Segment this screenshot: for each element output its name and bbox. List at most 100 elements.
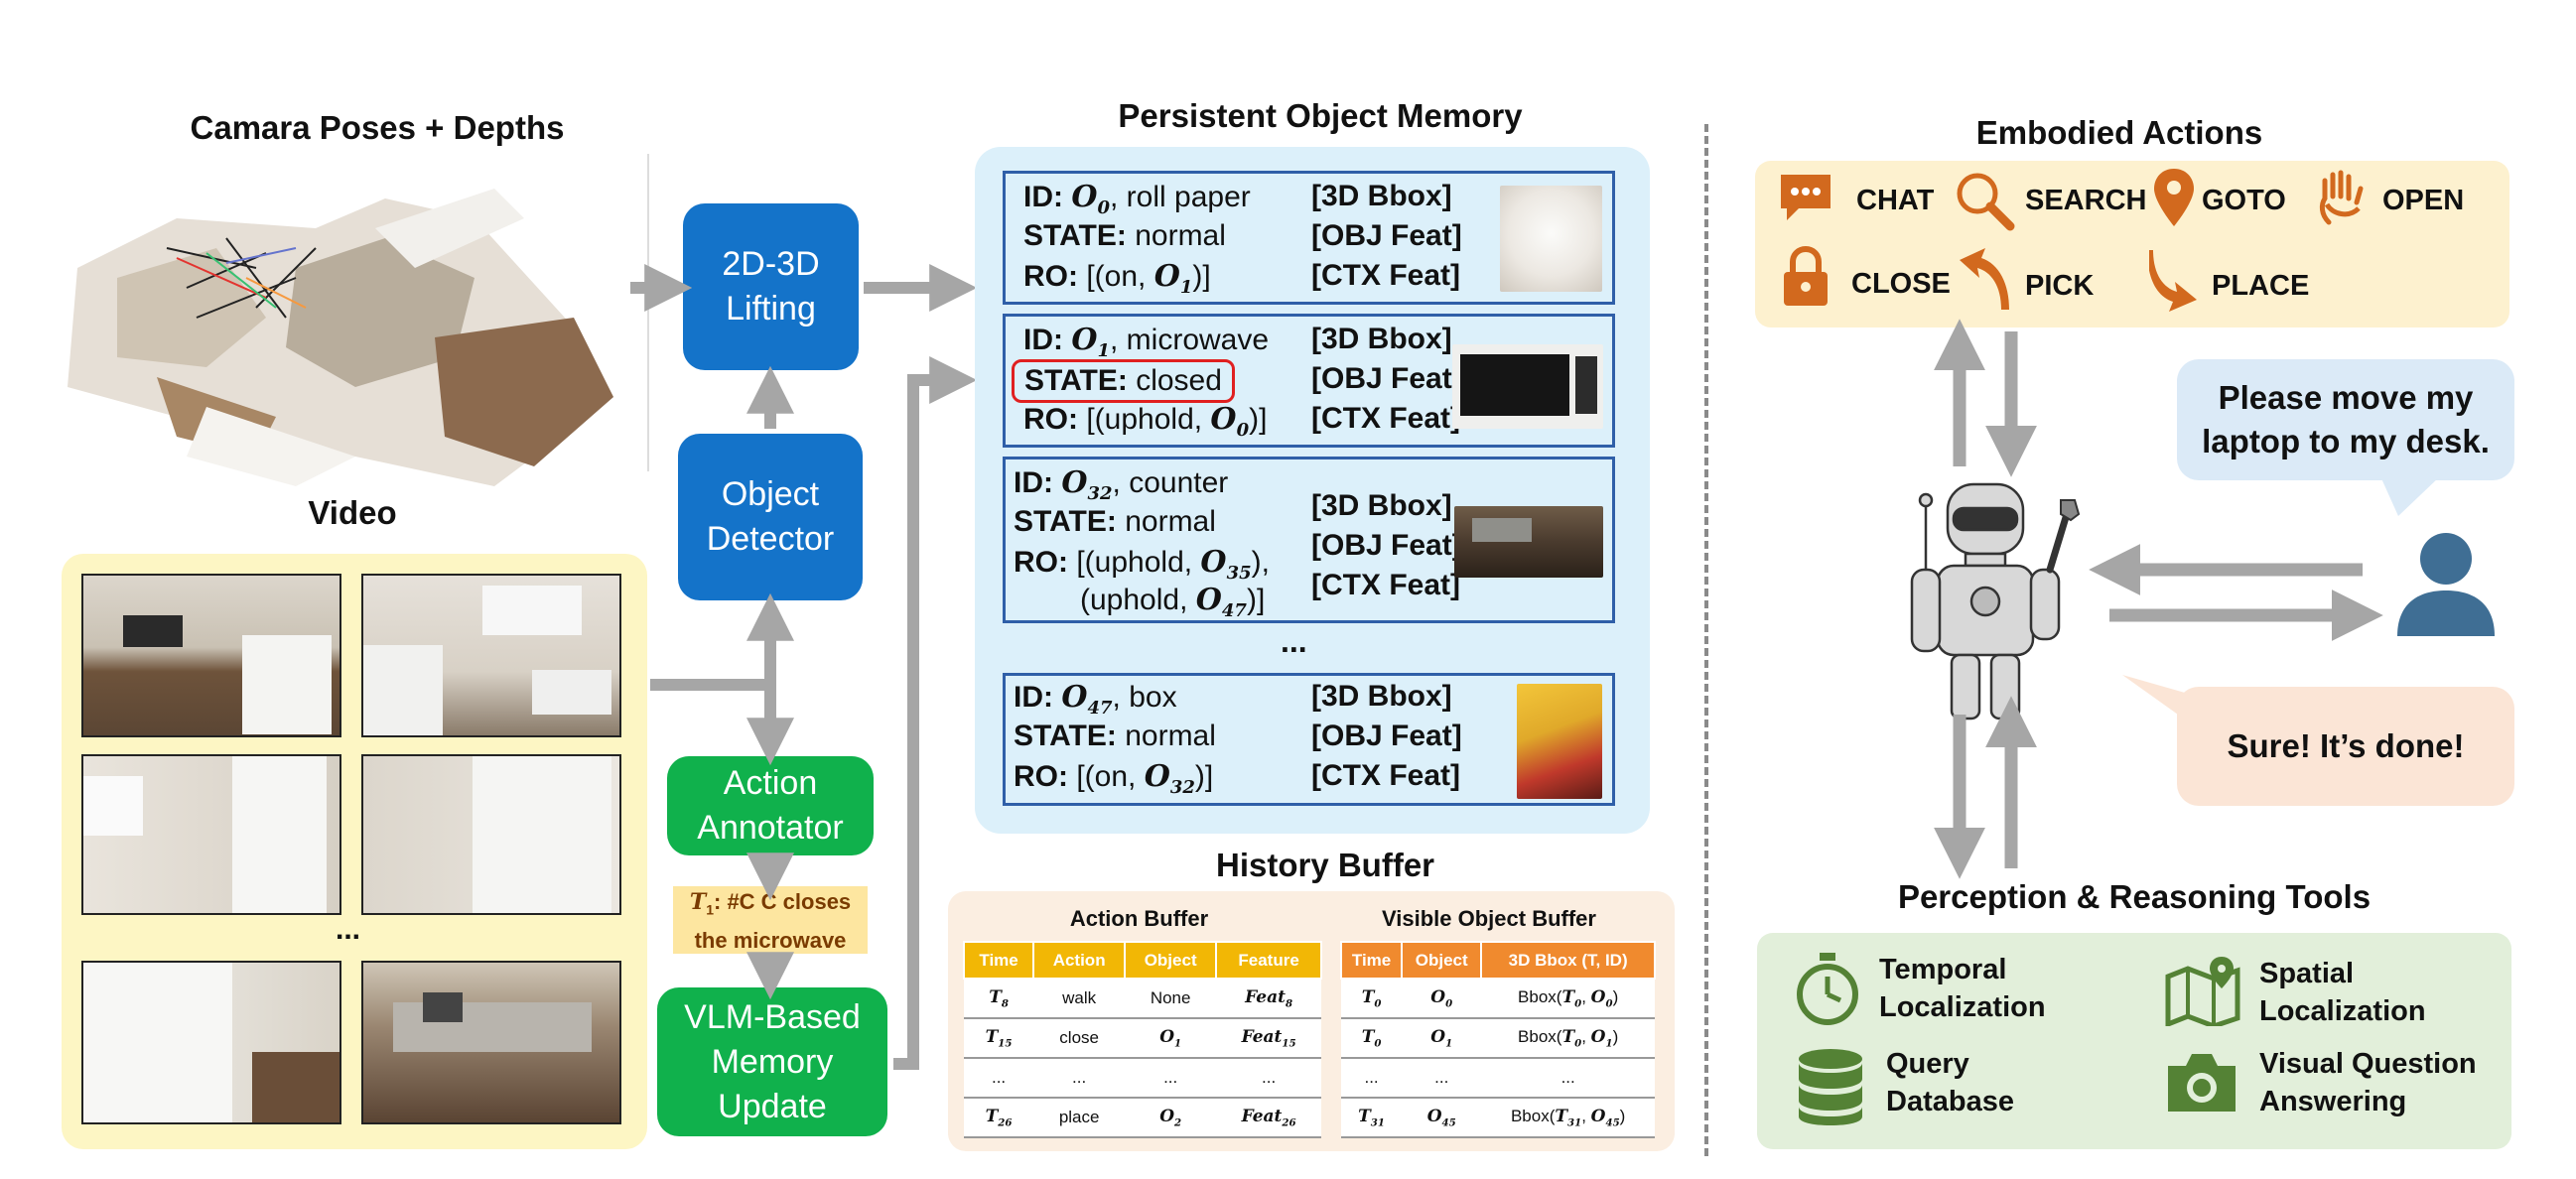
action-buffer-header: Object [1124, 941, 1218, 980]
table-row: ......... [1341, 1058, 1655, 1099]
visible-buffer-cell: O45 [1402, 1098, 1482, 1138]
video-frame-2 [361, 574, 621, 737]
action-buffer-cell: O1 [1125, 1018, 1217, 1059]
object-state: normal [1116, 720, 1216, 752]
camera-poses-title: Camara Poses + Depths [190, 109, 565, 146]
roll-paper-thumbnail [1500, 186, 1602, 292]
visible-buffer-cell: Bbox(T31, O45) [1481, 1098, 1655, 1138]
visible-buffer-title: Visible Object Buffer [1382, 906, 1596, 931]
tool-visual-question-answering: Visual Question Answering [2259, 1048, 2477, 1117]
visible-buffer-cell: Bbox(T0, O1) [1481, 1018, 1655, 1059]
object-state: closed [1127, 364, 1222, 397]
section-divider [1704, 124, 1708, 1156]
user-request-text: Please move my laptop to my desk. [2202, 379, 2490, 459]
action-buffer-cell: Feat15 [1216, 1018, 1321, 1059]
action-close: CLOSE [1851, 268, 1951, 300]
agent-bubble-tail [2122, 675, 2192, 724]
state-highlight: STATE: closed [1012, 359, 1235, 403]
counter-thumbnail [1454, 506, 1603, 578]
action-buffer-header: Time [962, 941, 1035, 980]
visible-buffer-cell: O0 [1402, 979, 1482, 1019]
state-label: STATE: [1023, 219, 1127, 252]
annotation-line-2: the microwave [694, 928, 847, 954]
actions-title: Embodied Actions [1975, 114, 2263, 151]
id-label: ID: [1023, 181, 1063, 213]
place-arrow-icon [2149, 250, 2197, 312]
pick-arrow-icon [1960, 248, 2009, 310]
action-buffer-cell: T26 [964, 1098, 1034, 1138]
stopwatch-icon [1797, 953, 1858, 1025]
visible-buffer-cell: ... [1481, 1058, 1655, 1099]
object-state: normal [1116, 505, 1216, 538]
action-buffer-cell: T15 [964, 1018, 1034, 1059]
cereal-box-thumbnail [1517, 684, 1602, 799]
tool-spatial-localization: Spatial Localization [2259, 958, 2426, 1027]
visible-buffer-header: Time [1339, 941, 1404, 980]
action-buffer-header: Action [1032, 941, 1127, 980]
video-title: Video [308, 494, 397, 531]
visible-buffer-header: Object [1401, 941, 1483, 980]
action-buffer-cell: None [1125, 979, 1217, 1019]
annotation-time-sub: 1 [706, 901, 714, 918]
user-icon [2397, 533, 2495, 636]
action-buffer-cell: ... [964, 1058, 1034, 1099]
action-buffer-cell: O2 [1125, 1098, 1217, 1138]
feat-ctx: [CTX Feat] [1311, 259, 1460, 292]
memory-ellipsis: ... [1281, 623, 1307, 659]
tools-title: Perception & Reasoning Tools [1897, 878, 2372, 915]
object-name: , roll paper [1110, 181, 1251, 213]
action-buffer-header: Feature [1215, 941, 1322, 980]
action-buffer-cell: Feat8 [1216, 979, 1321, 1019]
history-title: History Buffer [1215, 847, 1435, 883]
actions-panel [1755, 161, 2509, 328]
action-buffer-cell: place [1033, 1098, 1126, 1138]
annotator-line-1: Action [723, 764, 818, 802]
map-pin-icon [2165, 957, 2240, 1026]
user-bubble-tail [2380, 476, 2440, 516]
memory-card-1: ID: O1, microwave STATE: closed RO: [(up… [1003, 314, 1615, 448]
visible-buffer-cell: ... [1341, 1058, 1403, 1099]
microwave-thumbnail [1452, 344, 1603, 429]
video-frame-1 [81, 574, 341, 737]
vlm-line-3: Update [718, 1087, 827, 1125]
feat-bbox: [3D Bbox] [1311, 180, 1452, 212]
chat-icon [1781, 175, 1830, 220]
memory-title: Persistent Object Memory [1118, 97, 1523, 134]
visible-buffer-cell: O1 [1402, 1018, 1482, 1059]
pipeline-arrows [630, 264, 978, 1070]
action-goto: GOTO [2202, 185, 2286, 216]
visible-buffer-cell: T0 [1341, 979, 1403, 1019]
action-pick: PICK [2025, 270, 2095, 302]
action-buffer-title: Action Buffer [1069, 906, 1209, 931]
visible-buffer-cell: T31 [1341, 1098, 1403, 1138]
lifting-line-1: 2D-3D [722, 245, 820, 283]
lock-icon [1784, 246, 1828, 306]
tool-temporal-localization: Temporal Localization [1879, 954, 2046, 1023]
thin-divider [647, 154, 649, 471]
action-chat: CHAT [1856, 185, 1935, 216]
annotator-line-2: Annotator [697, 809, 844, 847]
vlm-line-2: Memory [711, 1042, 834, 1081]
video-frame-4 [361, 754, 621, 915]
action-open: OPEN [2382, 185, 2465, 216]
pointcloud-reconstruction-image [68, 189, 613, 486]
visible-buffer-header: 3D Bbox (T, ID) [1480, 941, 1656, 980]
action-buffer-cell: ... [1033, 1058, 1126, 1099]
table-row: ............ [964, 1058, 1321, 1099]
interaction-arrows [1934, 319, 2383, 879]
memory-card-0: ID: O0, roll paper STATE: normal RO: [(o… [1003, 171, 1615, 305]
open-hand-icon [2319, 170, 2364, 225]
action-buffer-cell: T8 [964, 979, 1034, 1019]
action-place: PLACE [2212, 270, 2310, 302]
action-search: SEARCH [2025, 185, 2147, 216]
vlm-line-1: VLM-Based [684, 997, 861, 1036]
memory-card-32: ID: O32, counter STATE: normal RO: [(uph… [1003, 457, 1615, 623]
visible-buffer-cell: T0 [1341, 1018, 1403, 1059]
